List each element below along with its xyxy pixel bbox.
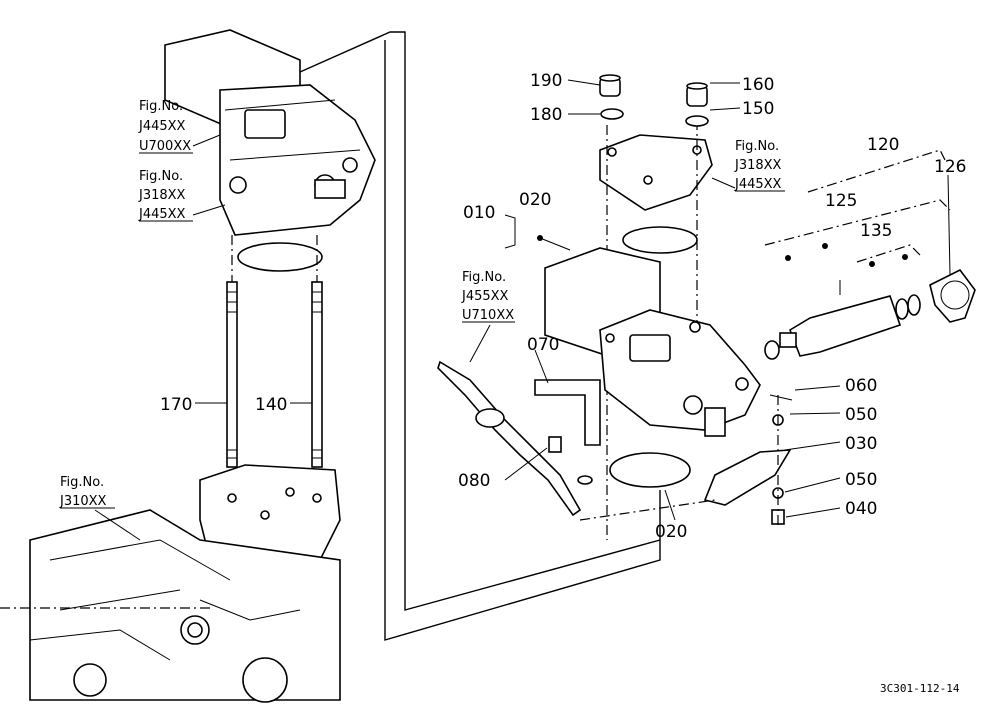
svg-text:U710XX: U710XX [462, 308, 514, 323]
svg-text:Fig.No.: Fig.No. [462, 270, 506, 285]
valve-port-left [244, 109, 286, 139]
cartridge-125 [789, 295, 902, 357]
valve-body-right [599, 309, 761, 431]
label-020-lower: 020 [655, 522, 687, 542]
connection-frame [299, 31, 661, 641]
label-140: 140 [255, 395, 287, 415]
label-170: 170 [160, 395, 192, 415]
label-070: 070 [527, 335, 559, 355]
label-125: 125 [825, 191, 857, 211]
svg-text:Fig.No.: Fig.No. [139, 99, 183, 114]
stud-170 [226, 281, 238, 468]
drawing-code: 3C301-112-14 [880, 682, 960, 695]
label-060: 060 [845, 376, 877, 396]
svg-text:J318XX: J318XX [138, 188, 186, 203]
pin-060 [769, 394, 793, 401]
cartridge-assembly [537, 235, 976, 360]
label-150: 150 [742, 99, 774, 119]
transmission-case [29, 509, 341, 701]
bracket-and-linkage [437, 360, 793, 528]
nut-126 [929, 268, 976, 323]
svg-text:J455XX: J455XX [461, 289, 509, 304]
o-ring-020-upper [622, 226, 698, 254]
o-ring-left [237, 242, 323, 272]
seal-ring-left [764, 340, 780, 360]
mounting-pad [199, 464, 341, 561]
seal-ring-135a [895, 298, 909, 320]
label-120: 120 [867, 135, 899, 155]
figure-reference-d: Fig.No. J455XX U710XX [461, 270, 515, 323]
stud-140 [311, 281, 323, 468]
lever-030 [703, 449, 792, 506]
leader-lines [94, 79, 951, 541]
bracket-070 [534, 379, 601, 446]
label-180: 180 [530, 105, 562, 125]
upper-left-valve-assembly [164, 29, 376, 272]
figure-reference-a: Fig.No. J445XX U700XX [138, 99, 193, 154]
label-050-upper: 050 [845, 405, 877, 425]
lower-housing [0, 464, 341, 703]
figure-reference-b: Fig.No. J318XX J445XX [138, 169, 193, 222]
svg-text:J310XX: J310XX [59, 494, 107, 509]
svg-text:J445XX: J445XX [138, 119, 186, 134]
nipple-080 [548, 436, 562, 453]
svg-text:J318XX: J318XX [734, 158, 782, 173]
label-030: 030 [845, 434, 877, 454]
label-080: 080 [458, 471, 490, 491]
solenoid-valve [539, 237, 761, 437]
label-010: 010 [463, 203, 495, 223]
label-135: 135 [860, 221, 892, 241]
label-040: 040 [845, 499, 877, 519]
svg-text:J445XX: J445XX [138, 207, 186, 222]
label-160: 160 [742, 75, 774, 95]
seal-ring-135b [907, 294, 921, 316]
stud-bolts [226, 235, 323, 468]
cover-plate [599, 120, 713, 540]
svg-text:Fig.No.: Fig.No. [735, 139, 779, 154]
label-020-upper: 020 [519, 190, 551, 210]
svg-text:Fig.No.: Fig.No. [139, 169, 183, 184]
washer-150 [685, 115, 709, 127]
label-190: 190 [530, 71, 562, 91]
o-ring-020-lower [609, 452, 691, 488]
svg-text:U700XX: U700XX [139, 139, 191, 154]
control-cable [437, 360, 582, 517]
figure-reference-c: Fig.No. J318XX J445XX [734, 139, 785, 192]
label-126: 126 [934, 157, 966, 177]
part-labels: 190 180 160 150 120 126 125 135 010 020 … [160, 71, 966, 542]
label-050-lower: 050 [845, 470, 877, 490]
figure-reference-e: Fig.No. J310XX [59, 475, 115, 509]
svg-text:Fig.No.: Fig.No. [60, 475, 104, 490]
nuts-and-washers [599, 74, 709, 127]
svg-text:J445XX: J445XX [734, 177, 782, 192]
washer-180 [600, 108, 624, 120]
